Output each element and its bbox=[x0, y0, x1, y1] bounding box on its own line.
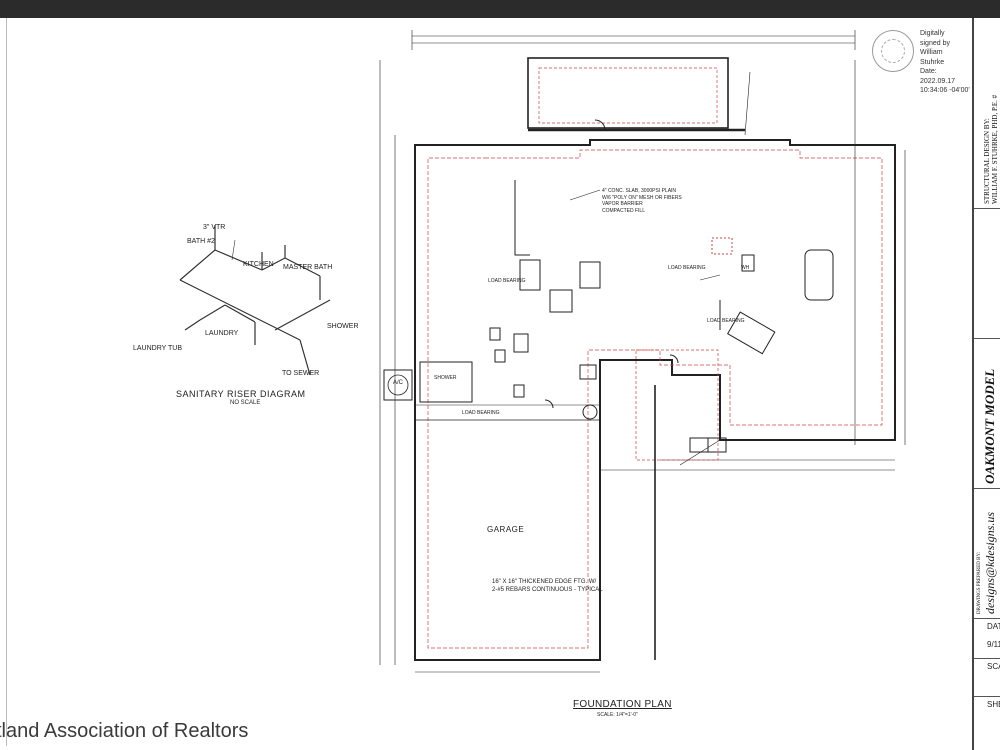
riser-title: SANITARY RISER DIAGRAM bbox=[176, 389, 306, 399]
logo-cell bbox=[974, 208, 1000, 339]
riser-diagram-lines bbox=[179, 225, 331, 376]
date-label: DAT bbox=[987, 622, 1000, 631]
scale-cell: SCA bbox=[974, 658, 1000, 697]
top-bar bbox=[0, 0, 1000, 18]
load-bearing-label: LOAD BEARING bbox=[668, 265, 706, 271]
note-line: 16" X 16" THICKENED EDGE FTG. W/ bbox=[492, 579, 597, 585]
drawings-cell: DRAWINGS PREPARED BY: designs@kdesigns.u… bbox=[974, 488, 1000, 619]
structural-cell: STRUCTURAL DESIGN BY: WILLIAM F. STUHRKE… bbox=[974, 18, 1000, 209]
riser-label-to-sewer: TO SEWER bbox=[282, 370, 320, 377]
model-cell: OAKMONT MODEL bbox=[974, 338, 1000, 489]
riser-label-kitchen: KITCHEN bbox=[243, 261, 274, 268]
designer-email: designs@kdesigns.us bbox=[983, 511, 997, 614]
structural-label: STRUCTURAL DESIGN BY: bbox=[983, 118, 991, 204]
signature-line: Digitally bbox=[920, 30, 945, 37]
drawings-label: DRAWINGS PREPARED BY: bbox=[977, 551, 982, 614]
shower-label: SHOWER bbox=[434, 375, 457, 381]
signature-line: 10:34:06 -04'00' bbox=[920, 87, 970, 94]
riser-label-laundry-tub: LAUNDRY TUB bbox=[133, 345, 183, 352]
digital-signature: Digitally signed by William Stuhrke Date… bbox=[920, 29, 978, 96]
note-line: 4" CONC. SLAB, 3000PSI PLAIN bbox=[602, 188, 677, 194]
sheet-label: SHE bbox=[987, 700, 1000, 709]
ac-label: A/C bbox=[393, 380, 404, 386]
sheet-cell: SHE bbox=[974, 696, 1000, 750]
date-cell: DAT 9/11 bbox=[974, 618, 1000, 659]
engineer-seal bbox=[872, 30, 914, 72]
signature-line: signed by bbox=[920, 39, 950, 47]
note-line: W/6 "POLY ON" MESH OR FIBERS bbox=[602, 194, 682, 201]
garage-footing-note: 16" X 16" THICKENED EDGE FTG. W/ 2-#5 RE… bbox=[492, 578, 603, 594]
garage-label: GARAGE bbox=[487, 525, 525, 534]
riser-label-vtr: 3" VTR bbox=[203, 224, 226, 231]
water-heater-label: WH bbox=[741, 265, 750, 271]
model-name: OAKMONT MODEL bbox=[982, 368, 997, 484]
load-bearing-label: LOAD BEARING bbox=[488, 278, 526, 284]
signature-line: 2022.09.17 bbox=[920, 77, 956, 85]
note-line: 2-#5 REBARS CONTINUOUS - TYPICAL bbox=[492, 587, 603, 593]
note-line: COMPACTED FILL bbox=[602, 207, 645, 214]
scale-label: SCA bbox=[987, 662, 1000, 671]
plan-title: FOUNDATION PLAN bbox=[573, 699, 672, 710]
signature-line: Date: bbox=[920, 68, 937, 75]
load-bearing-label: LOAD BEARING bbox=[462, 410, 500, 416]
date-value: 9/11 bbox=[987, 640, 1000, 649]
riser-label-master-bath: MASTER BATH bbox=[283, 264, 333, 271]
riser-label-laundry: LAUNDRY bbox=[205, 330, 239, 337]
signature-line: William bbox=[920, 49, 943, 56]
title-block: STRUCTURAL DESIGN BY: WILLIAM F. STUHRKE… bbox=[972, 18, 1000, 750]
load-bearing-label: LOAD BEARING bbox=[707, 318, 745, 324]
riser-label-bath2: BATH #2 bbox=[187, 238, 215, 245]
riser-subtitle: NO SCALE bbox=[230, 400, 261, 406]
riser-label-shower: SHOWER bbox=[327, 323, 359, 330]
slab-note: 4" CONC. SLAB, 3000PSI PLAIN W/6 "POLY O… bbox=[602, 188, 682, 214]
plan-scale: SCALE: 1/4"=1'-0" bbox=[597, 712, 638, 718]
note-line: VAPOR BARRIER bbox=[602, 201, 643, 207]
drawing-frame bbox=[6, 18, 973, 746]
signature-line: Stuhrke bbox=[920, 58, 945, 66]
engineer-name: WILLIAM F. STUHRKE, PHD, P.E. # bbox=[991, 94, 999, 204]
watermark: tland Association of Realtors bbox=[0, 720, 249, 742]
